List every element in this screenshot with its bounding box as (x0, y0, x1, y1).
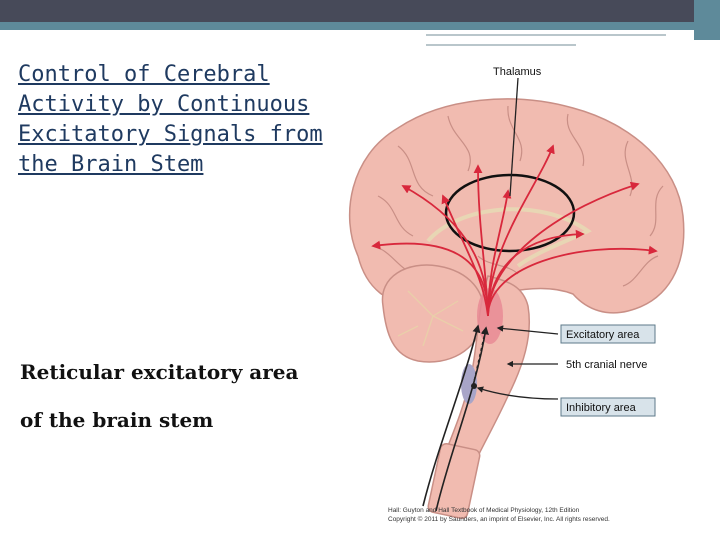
svg-text:Inhibitory area: Inhibitory area (566, 402, 637, 414)
brain-stem (444, 275, 531, 457)
slide-title: Control of Cerebral Activity by Continuo… (18, 62, 323, 177)
brain-diagram: Thalamus Excitatory area 5th cranial ner… (338, 66, 703, 528)
decorative-line (426, 44, 576, 46)
inhibitory-area-label: Inhibitory area (560, 397, 656, 417)
excitatory-arrows (371, 144, 658, 317)
figure-credit: Hall: Guyton and Hall Textbook of Medica… (388, 507, 580, 514)
cerebellum (381, 264, 485, 363)
header-stripe (0, 22, 720, 30)
thalamus-label: Thalamus (493, 66, 542, 78)
thalamus-region (444, 173, 576, 253)
inhibitory-pathway-arrow (472, 326, 489, 387)
header-corner-block (694, 0, 720, 40)
svg-text:Excitatory area: Excitatory area (566, 329, 640, 341)
spinal-cord (427, 442, 481, 520)
ascending-tract-arrow (435, 326, 489, 512)
thalamus-pointer (509, 77, 519, 197)
slide-subtitle: Reticular excitatory area of the brain s… (20, 360, 299, 432)
figure-copyright: Copyright © 2011 by Saunders, an imprint… (388, 515, 610, 523)
decorative-line (426, 34, 666, 36)
header-bar (0, 0, 720, 22)
cranial-nerve-label: 5th cranial nerve (566, 359, 647, 371)
inhibitory-area (461, 364, 477, 404)
excitatory-area-label: Excitatory area (560, 324, 656, 344)
ascending-tract-arrow (422, 324, 481, 507)
